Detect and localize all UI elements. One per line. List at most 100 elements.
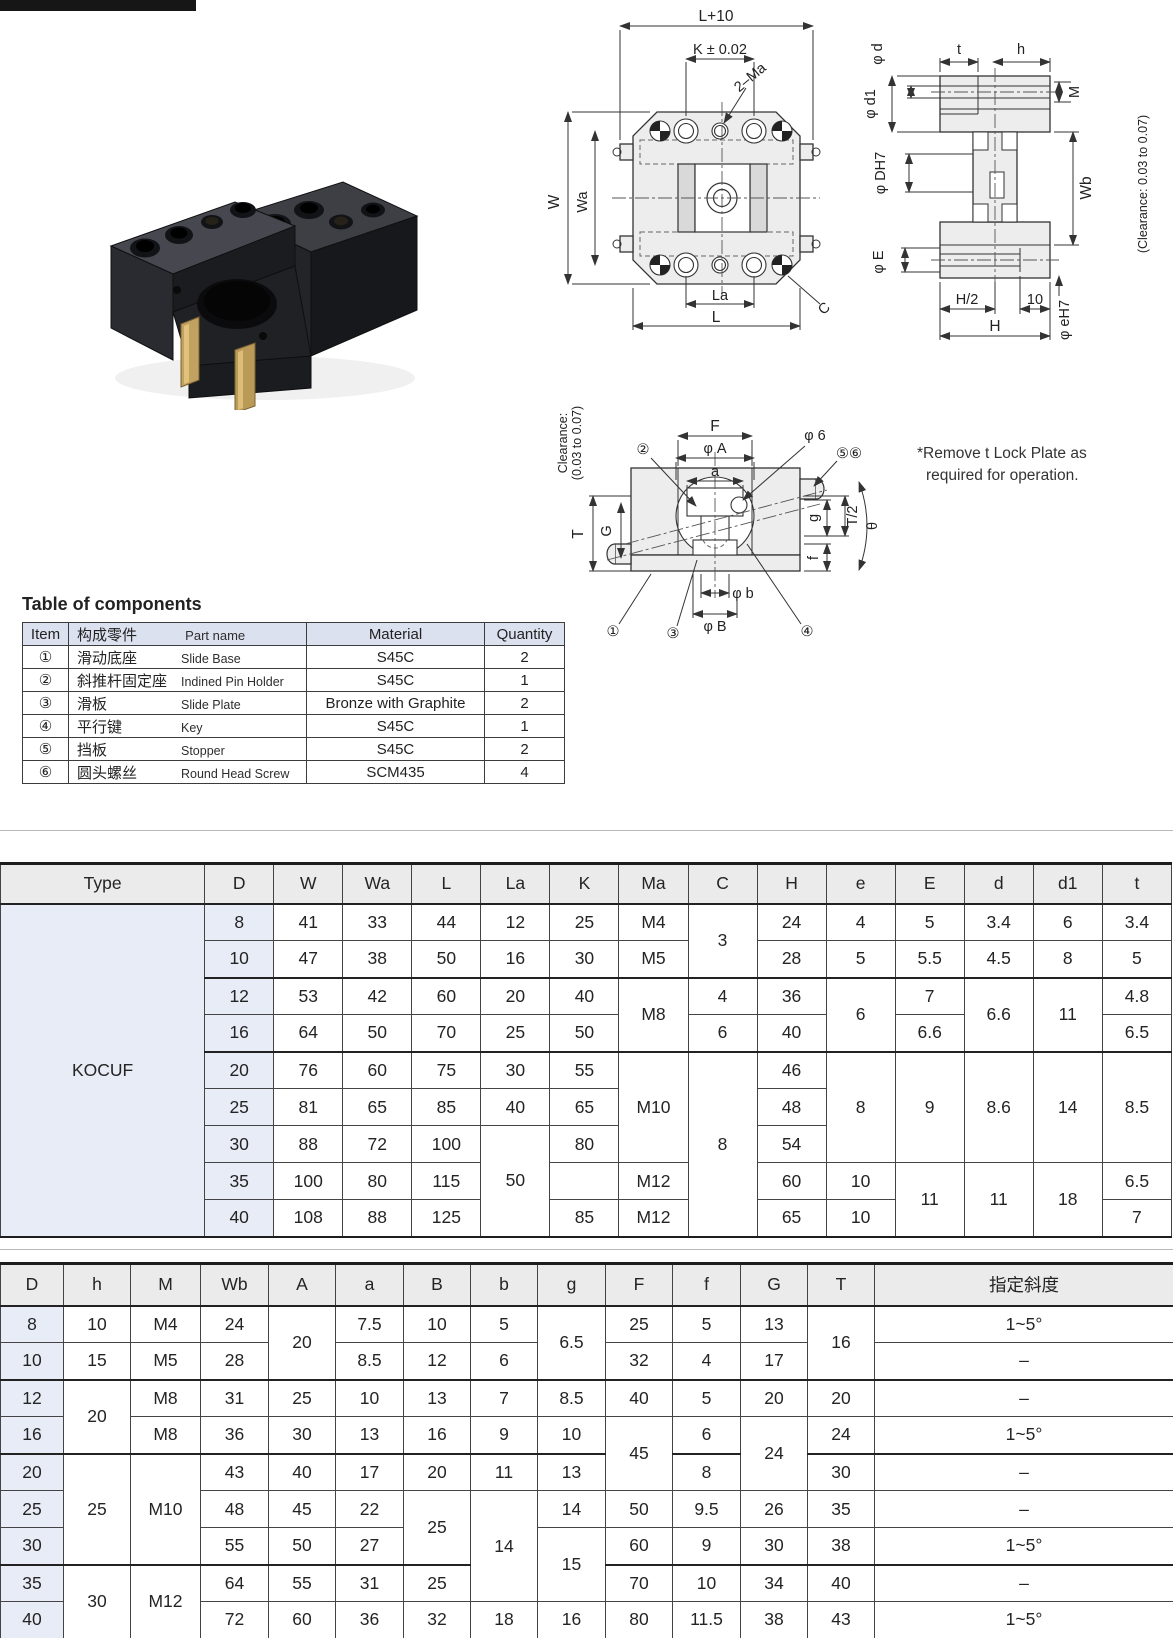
cell: 15: [63, 1342, 131, 1380]
cell: 65: [549, 1088, 620, 1126]
col-header: f: [672, 1263, 741, 1307]
cell: 17: [740, 1342, 808, 1380]
cell: 12: [204, 976, 275, 1015]
dim-label: T/2: [845, 506, 861, 527]
part-name-cn: 挡板: [77, 741, 108, 759]
cell: 36: [200, 1416, 269, 1454]
balloon-2: ②: [637, 442, 650, 458]
cell: 50: [549, 1014, 620, 1052]
col-header: h: [63, 1263, 131, 1307]
cell: 70: [411, 1014, 482, 1052]
cell: 30: [549, 940, 620, 978]
col-header: W: [273, 863, 344, 905]
cell: 10: [63, 1305, 131, 1343]
col-header-material: Material: [306, 622, 485, 646]
side-view-drawing: φ d t h φ d1 M φ DH7 Wb (Clearance: 0.03…: [863, 42, 1150, 340]
cell: 34: [740, 1563, 808, 1602]
cell: 16: [480, 940, 551, 978]
cell: 8: [672, 1452, 741, 1491]
cell: 42: [342, 976, 413, 1015]
dim-label: G: [599, 525, 615, 536]
col-header: b: [470, 1263, 538, 1307]
dim-label: a: [711, 464, 720, 480]
cell: 8: [204, 903, 275, 941]
cell: 100: [273, 1162, 344, 1200]
cell: 18: [470, 1601, 538, 1638]
dim-label: φ 6: [804, 428, 826, 444]
balloon-3: ③: [667, 626, 680, 640]
cell: 20: [807, 1378, 875, 1417]
cell: 40: [549, 976, 620, 1015]
cell: 50: [411, 940, 482, 978]
cell: 6: [1032, 903, 1103, 941]
cell: 60: [342, 1050, 413, 1089]
col-header-quantity: Quantity: [484, 622, 565, 646]
dim-label: M: [1067, 86, 1083, 98]
part-name-en: Slide Plate: [181, 697, 241, 712]
col-header: Type: [0, 863, 206, 905]
part-name-cn: 滑动底座: [77, 649, 138, 667]
part-name-en: Key: [181, 720, 203, 735]
cell: 平行键 Key: [68, 714, 307, 738]
part-name-cn: 平行键: [77, 718, 123, 736]
cell: 20: [740, 1378, 808, 1417]
cell: 20: [268, 1305, 336, 1380]
cell: 60: [411, 976, 482, 1015]
cell: 2: [484, 645, 565, 669]
cell: M5: [130, 1342, 201, 1380]
cell: 6.5: [1101, 1162, 1173, 1200]
cell: 10: [204, 940, 275, 978]
cell: 4: [825, 903, 896, 941]
cell: 5: [672, 1305, 741, 1343]
cell: 25: [268, 1378, 336, 1417]
part-name-cn: 滑板: [77, 695, 108, 713]
part-name-en: Stopper: [181, 743, 225, 758]
part-name-en: Indined Pin Holder: [181, 674, 284, 689]
cell: 32: [605, 1342, 673, 1380]
cell: 挡板 Stopper: [68, 737, 307, 761]
cell: 9: [470, 1416, 538, 1454]
dim-label: K ± 0.02: [693, 42, 747, 58]
balloon-4: ④: [801, 624, 814, 640]
cell: 16: [204, 1014, 275, 1052]
cell: M12: [618, 1162, 689, 1200]
col-header: A: [268, 1263, 336, 1307]
col-header: D: [0, 1263, 64, 1307]
part-name-en: Round Head Screw: [181, 766, 290, 781]
cell: 11: [894, 1162, 965, 1237]
col-header: La: [480, 863, 551, 905]
cell: 14: [1032, 1050, 1103, 1163]
cell: 1: [484, 714, 565, 738]
cell: 45: [605, 1416, 673, 1491]
cell: 10: [825, 1199, 896, 1237]
dim-label: Wa: [575, 190, 591, 212]
cell: 26: [740, 1490, 808, 1528]
col-header: L: [411, 863, 482, 905]
cell: 20: [0, 1452, 64, 1491]
cell: 30: [204, 1125, 275, 1163]
cell: S45C: [306, 645, 485, 669]
cell: 6: [825, 976, 896, 1052]
col-header: 指定斜度: [874, 1263, 1173, 1307]
col-header: B: [403, 1263, 471, 1307]
col-header: G: [740, 1263, 808, 1307]
cell: 35: [0, 1563, 64, 1602]
cell: 20: [63, 1378, 131, 1454]
cell: 47: [273, 940, 344, 978]
dim-label: La: [712, 288, 729, 304]
cell: 10: [825, 1162, 896, 1200]
cell: 6: [687, 1014, 758, 1052]
cell: 16: [807, 1305, 875, 1380]
cell: 4.5: [963, 940, 1034, 978]
cell: 10: [672, 1563, 741, 1602]
cell: 46: [756, 1050, 827, 1089]
cell: 75: [411, 1050, 482, 1089]
cell: 30: [740, 1527, 808, 1565]
